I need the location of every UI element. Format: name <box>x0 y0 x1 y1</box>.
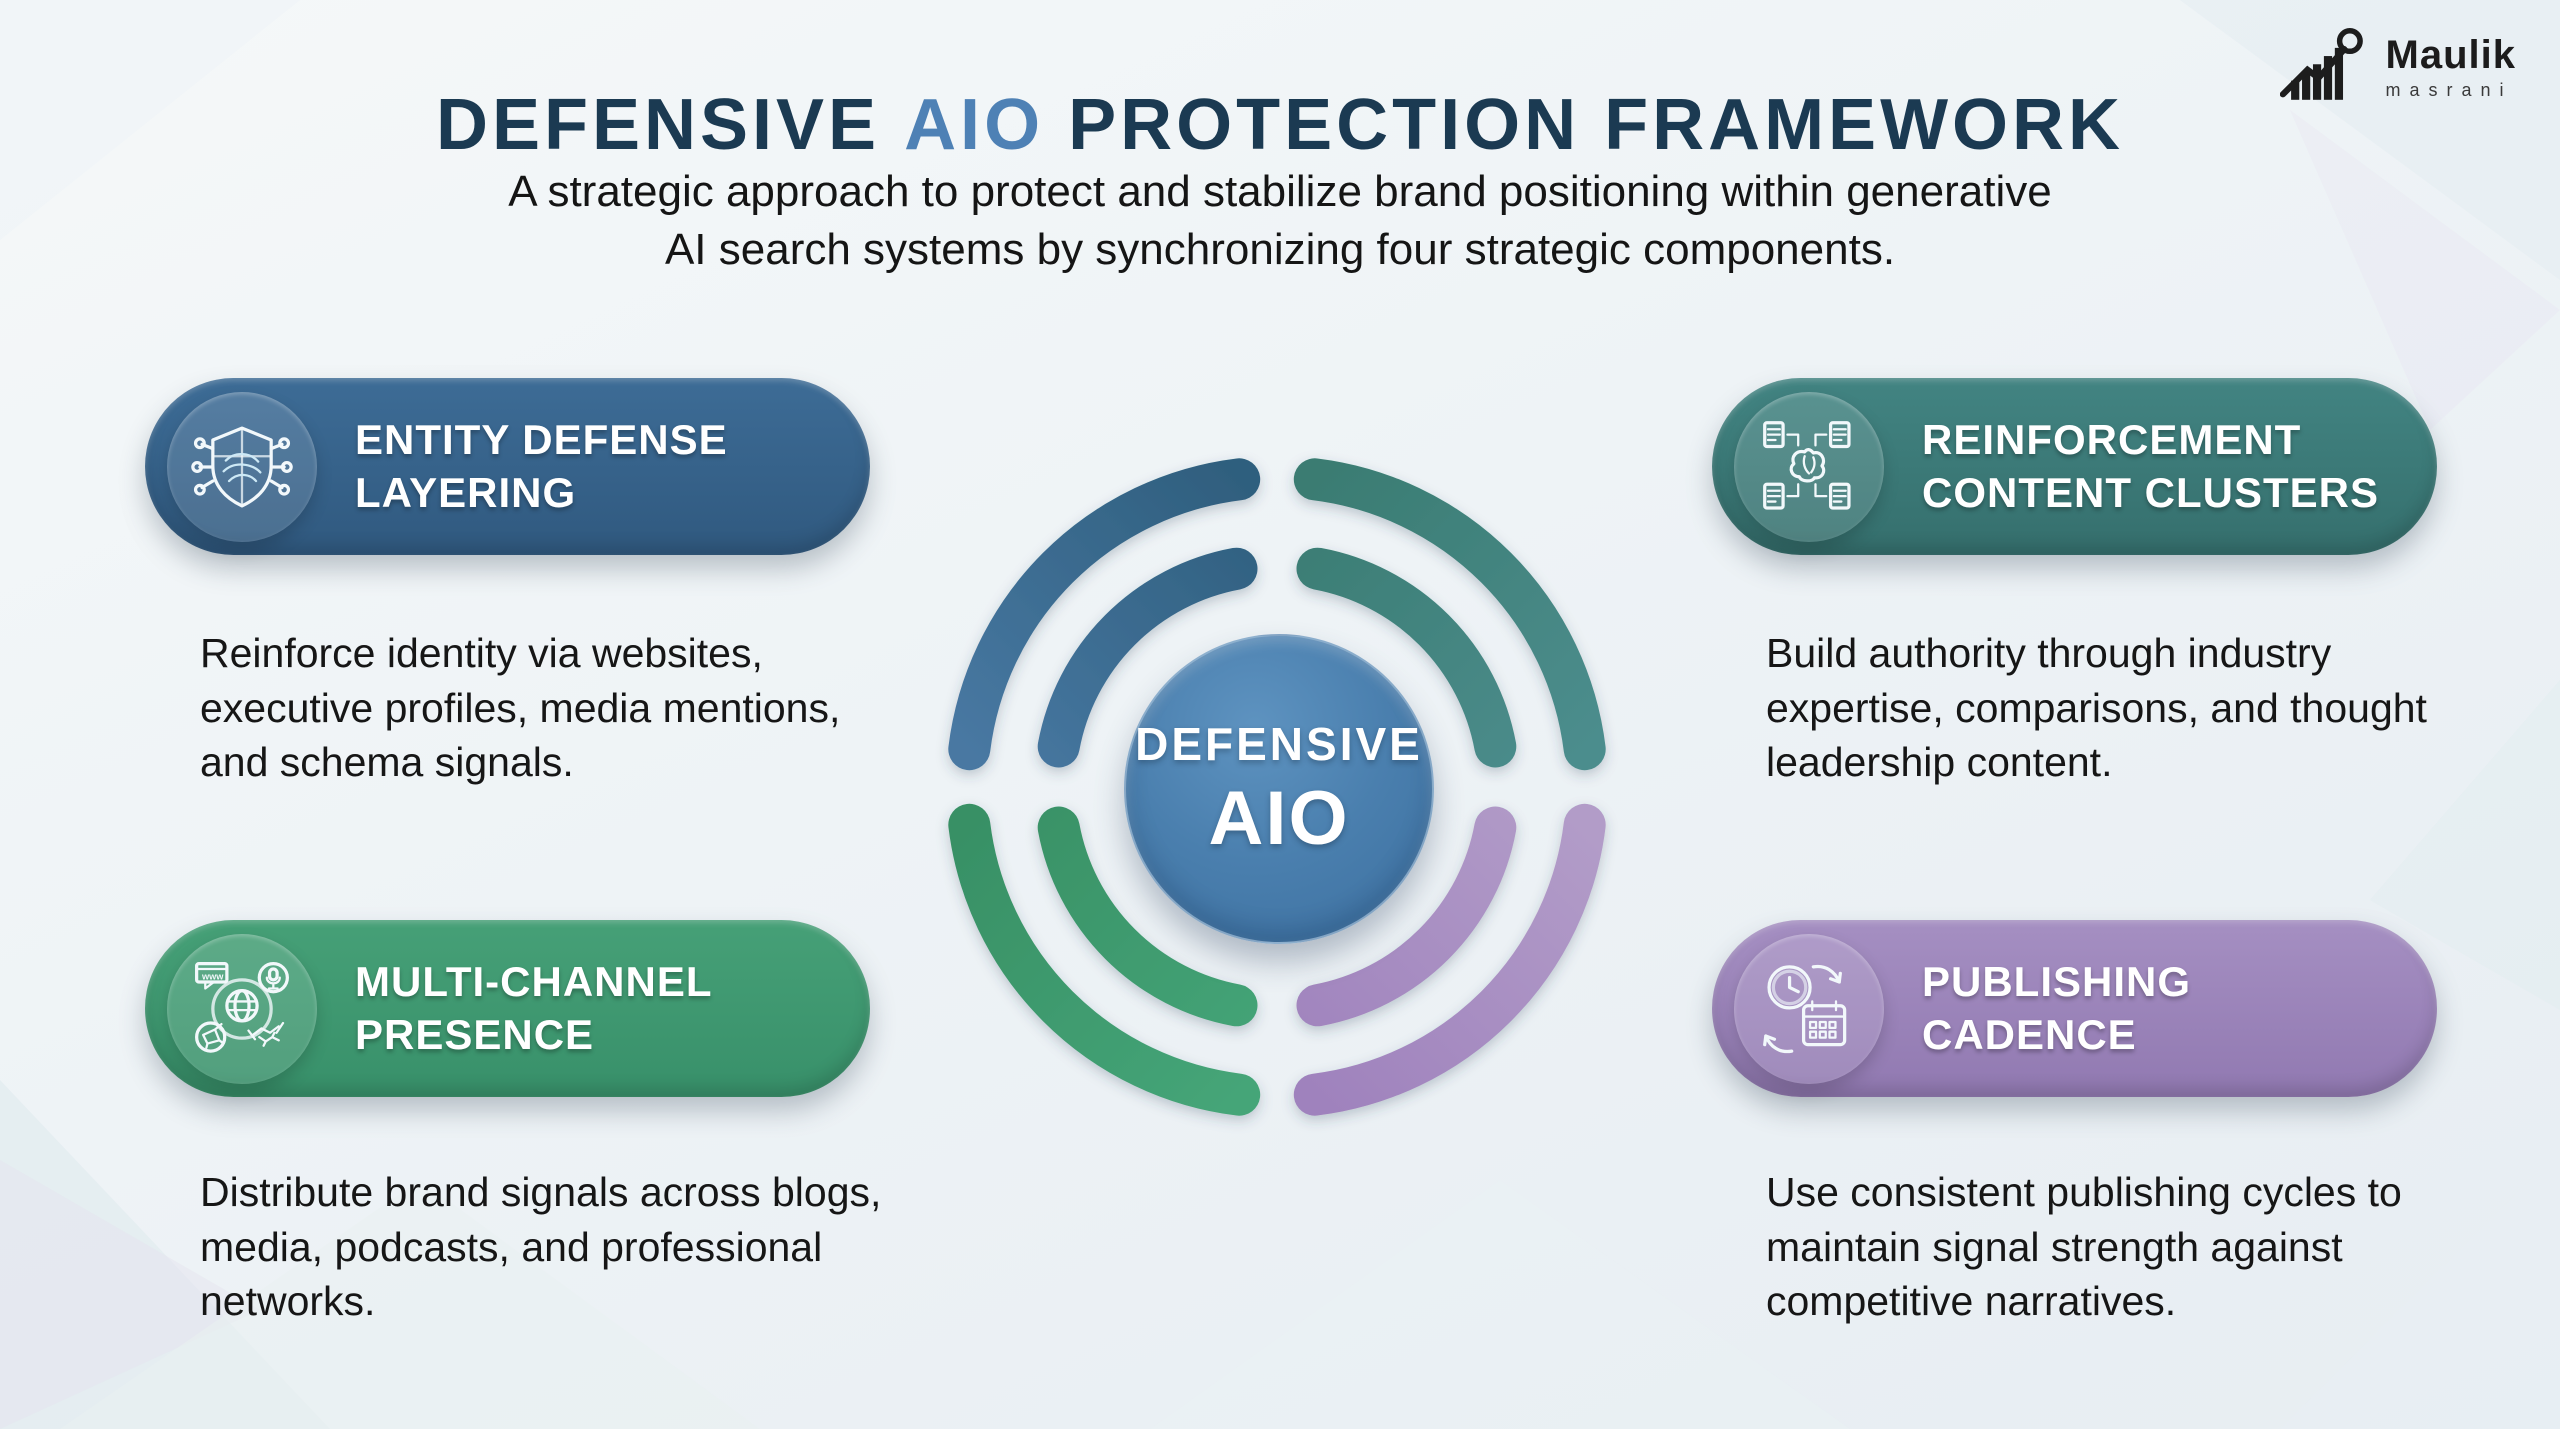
shield-network-icon <box>191 426 293 507</box>
pill-entity-defense-layering: ENTITY DEFENSE LAYERING <box>145 378 870 555</box>
arc-inner-top-right <box>1296 547 1517 768</box>
brand-logo: Maulik masrani <box>2279 26 2516 108</box>
arc-outer-top-left <box>948 458 1261 771</box>
description-reinforcement-content-clusters: Build authority through industry experti… <box>1766 630 2427 786</box>
icon-circle <box>1734 391 1884 542</box>
pill-title-line-1: ENTITY DEFENSE <box>355 416 728 463</box>
center-label-line-1: DEFENSIVE <box>1135 717 1423 770</box>
quadrant-rings <box>948 458 1606 1116</box>
arc-inner-bottom-left <box>1037 806 1258 1027</box>
page-subtitle: A strategic approach to protect and stab… <box>0 163 2560 279</box>
subtitle-line-1: A strategic approach to protect and stab… <box>508 167 2052 216</box>
clock-calendar-icon <box>1763 964 1847 1053</box>
pill-multi-channel-presence: www MULTI-CHANNEL PRESENCE <box>145 920 870 1097</box>
center-label-line-2: AIO <box>1208 775 1350 861</box>
arc-outer-bottom-left <box>948 803 1261 1116</box>
pill-publishing-cadence: PUBLISHING CADENCE <box>1712 920 2437 1097</box>
arc-outer-bottom-right <box>1293 803 1606 1116</box>
pill-title: ENTITY DEFENSE LAYERING <box>355 414 728 519</box>
icon-circle: www <box>167 933 317 1084</box>
arc-outer-top-right <box>1293 458 1606 771</box>
pill-title: MULTI-CHANNEL PRESENCE <box>355 956 713 1061</box>
svg-text:www: www <box>201 971 224 981</box>
arc-inner-top-left <box>1037 547 1258 768</box>
pill-title-line-1: REINFORCEMENT <box>1922 416 2302 463</box>
title-suffix: PROTECTION FRAMEWORK <box>1068 85 2125 166</box>
bar-chart-magnifier-icon <box>2279 28 2363 100</box>
description-entity-defense-layering: Reinforce identity via websites, executi… <box>200 630 841 786</box>
pill-title: PUBLISHING CADENCE <box>1922 956 2191 1061</box>
pill-title: REINFORCEMENT CONTENT CLUSTERS <box>1922 414 2379 519</box>
arc-inner-bottom-right <box>1296 806 1517 1027</box>
icon-circle <box>1734 933 1884 1084</box>
multi-channel-icon: www <box>195 961 289 1053</box>
pill-title-line-1: PUBLISHING <box>1922 958 2192 1005</box>
icon-circle <box>167 391 317 542</box>
subtitle-line-2: AI search systems by synchronizing four … <box>664 225 1896 275</box>
page-title: DEFENSIVE AIO PROTECTION FRAMEWORK <box>0 84 2560 166</box>
center-circle: DEFENSIVE AIO <box>1124 634 1434 944</box>
pill-title-line-2: PRESENCE <box>355 1010 595 1058</box>
pill-title-line-2: CADENCE <box>1922 1010 2137 1058</box>
title-prefix: DEFENSIVE <box>435 85 881 166</box>
documents-brain-icon <box>1763 420 1851 510</box>
brand-subname: masrani <box>2385 80 2513 100</box>
pill-title-line-1: MULTI-CHANNEL <box>355 958 713 1005</box>
description-multi-channel-presence: Distribute brand signals across blogs, m… <box>200 1169 882 1325</box>
pill-title-line-2: LAYERING <box>355 468 577 516</box>
pill-title-line-2: CONTENT CLUSTERS <box>1922 468 2379 516</box>
title-highlight: AIO <box>904 85 1045 166</box>
pill-reinforcement-content-clusters: REINFORCEMENT CONTENT CLUSTERS <box>1712 378 2437 555</box>
description-publishing-cadence: Use consistent publishing cycles to main… <box>1766 1169 2402 1325</box>
brand-name: Maulik <box>2385 33 2516 77</box>
center-diagram: DEFENSIVE AIO <box>897 407 1657 1167</box>
